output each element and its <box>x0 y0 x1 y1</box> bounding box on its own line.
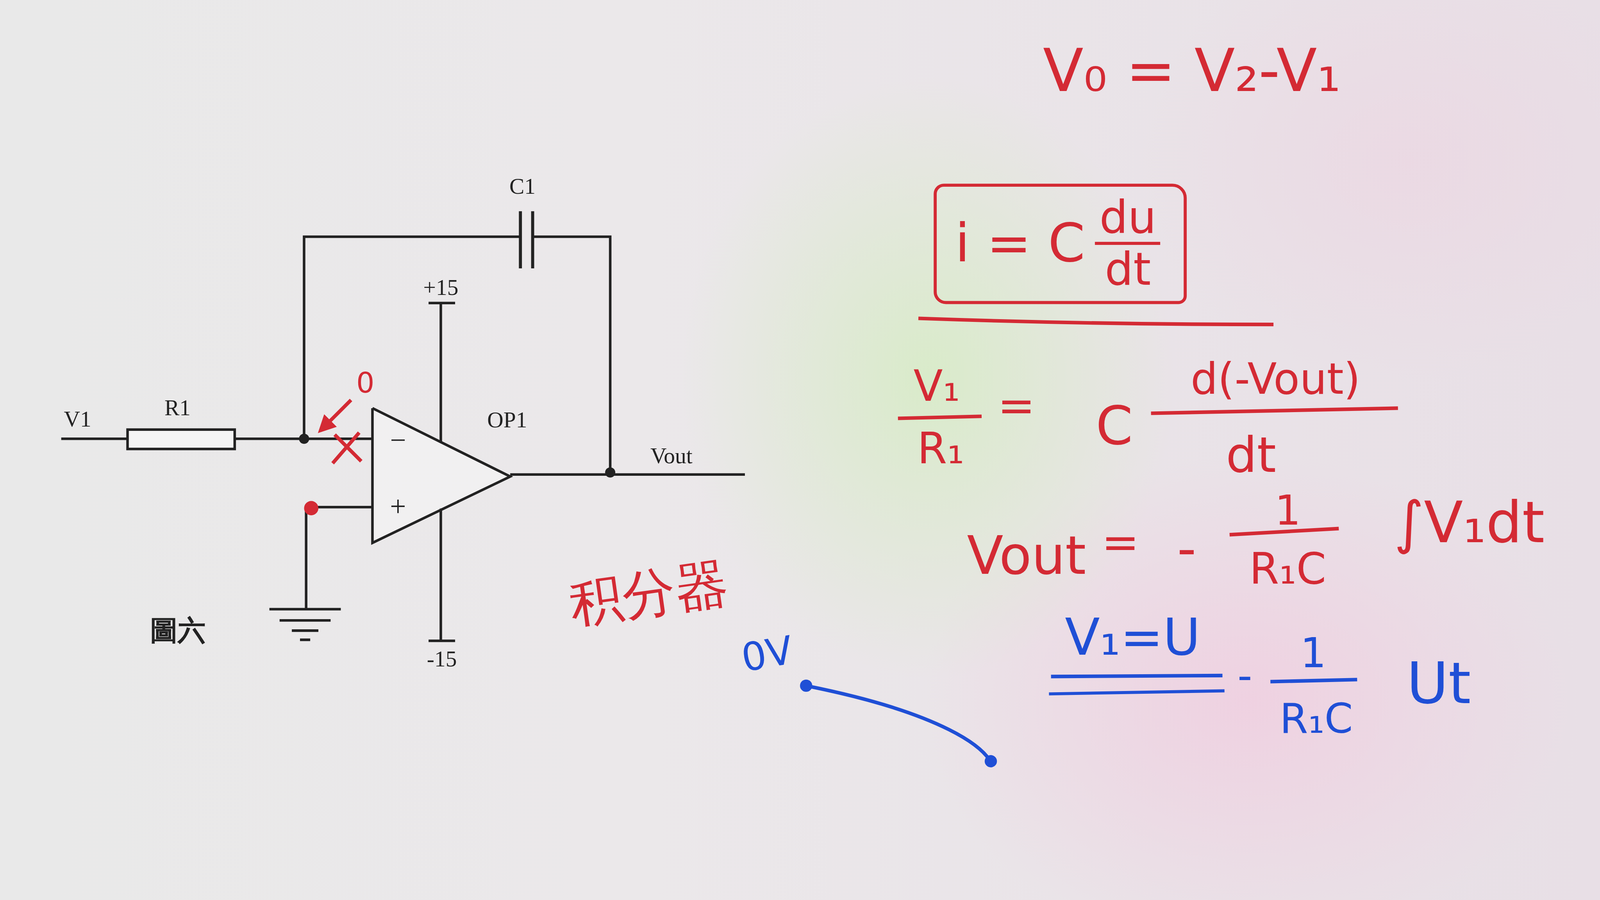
pin-sign: + <box>389 491 406 523</box>
resistor-symbol <box>127 429 235 450</box>
ground-wire <box>306 507 373 609</box>
handwritten-title: 积分器 <box>566 553 732 634</box>
supply-voltage: +15 <box>423 275 459 300</box>
sketch-curve <box>806 685 990 761</box>
signal-name: V1 <box>63 407 92 432</box>
handwritten-formula: = <box>997 381 1036 431</box>
boxed-formula: i = Cdudt <box>933 183 1187 304</box>
handwritten-formula: - <box>1177 519 1197 579</box>
handwritten-formula: V₀ = V₂-V₁ <box>1042 39 1341 105</box>
red-cross-mark <box>332 432 362 464</box>
underline-stroke <box>918 318 1274 325</box>
positive-supply-wire <box>428 303 456 442</box>
fraction-bar <box>1270 679 1358 682</box>
output-wire <box>510 473 745 476</box>
handwritten-formula: R₁ <box>917 425 965 473</box>
fraction: dudt <box>1095 192 1161 295</box>
junction-dot <box>298 433 309 444</box>
handwritten-formula: Vout <box>966 526 1086 586</box>
feedback-wire <box>532 236 611 473</box>
input-wire <box>61 437 128 441</box>
handwritten-formula: d(-Vout) <box>1190 355 1361 404</box>
fraction-bar <box>1151 408 1399 414</box>
red-arrow <box>320 400 351 431</box>
sketch-dot <box>800 679 813 692</box>
handwritten-formula: Ut <box>1406 652 1471 716</box>
capacitor-symbol <box>520 211 533 269</box>
part-name: R1 <box>164 395 191 421</box>
handwritten-formula: - <box>1237 653 1253 699</box>
handwritten-formula: 1 <box>1274 487 1301 533</box>
handwritten-formula: C <box>1095 397 1133 456</box>
handwritten-formula: = <box>1101 518 1140 568</box>
fraction-bar <box>898 416 982 419</box>
part-name: OP1 <box>487 408 527 433</box>
junction-dot <box>605 467 616 478</box>
ground-symbol <box>269 609 342 640</box>
negative-supply-wire <box>428 508 456 642</box>
handwritten-note: 0 <box>356 367 375 400</box>
underline-stroke <box>1048 690 1225 694</box>
pin-sign: − <box>389 425 406 457</box>
sketch-dot <box>984 755 997 768</box>
formula-text: du <box>1095 192 1161 246</box>
red-mark-dot <box>303 501 319 516</box>
handwritten-formula: dt <box>1225 428 1277 483</box>
part-name: C1 <box>509 174 536 199</box>
handwritten-formula: R₁C <box>1279 696 1353 742</box>
formula-text: i = C <box>955 214 1086 273</box>
op-amp-symbol: −+OP1 <box>372 408 511 543</box>
handwritten-formula: R₁C <box>1249 545 1327 593</box>
supply-voltage: -15 <box>426 646 458 672</box>
figure-caption: 圖六 <box>150 616 206 647</box>
handwritten-formula: V₁=U <box>1064 609 1201 667</box>
signal-name: Vout <box>650 443 693 469</box>
underline-stroke <box>1051 675 1223 677</box>
formula-text: dt <box>1100 245 1156 295</box>
handwritten-formula: V₁ <box>913 363 961 411</box>
handwritten-note: 0V <box>738 629 797 681</box>
handwritten-formula: 1 <box>1300 630 1327 676</box>
handwritten-formula: ∫V₁dt <box>1394 491 1545 554</box>
